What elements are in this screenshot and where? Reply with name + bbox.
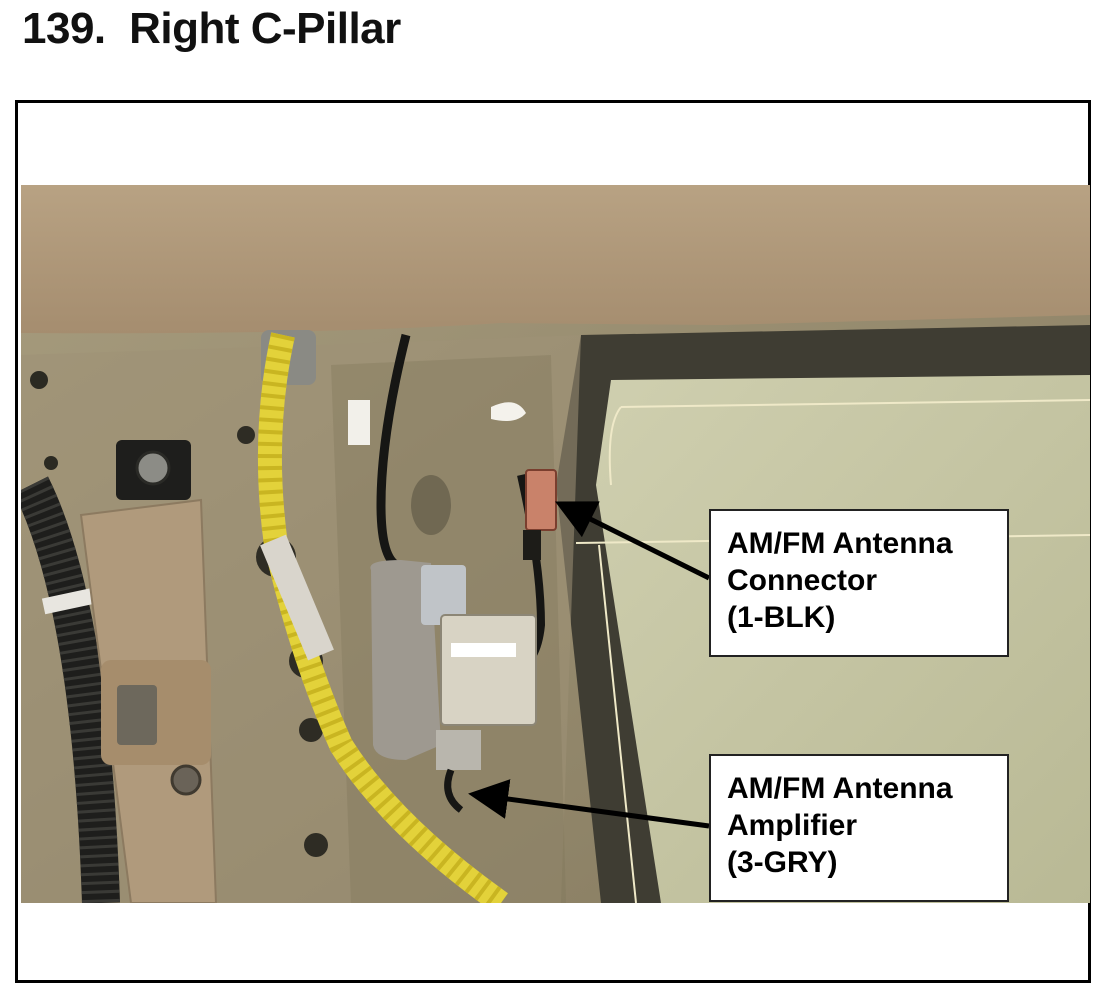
glass-line <box>598 544 637 903</box>
headliner <box>21 185 1090 334</box>
callout-line: (3-GRY) <box>727 846 838 879</box>
tape-band <box>41 587 97 615</box>
anchor-bolt-icon <box>170 764 202 796</box>
belt-mechanism <box>117 685 157 745</box>
callout-antenna-connector: AM/FM Antenna Connector (1-BLK) <box>709 509 1009 657</box>
callout-antenna-amplifier: AM/FM Antenna Amplifier (3-GRY) <box>709 754 1009 902</box>
page-heading: Right C-Pillar <box>129 4 401 53</box>
antenna-amplifier <box>440 614 537 726</box>
wire-conduit-ribs <box>21 476 120 903</box>
panel-shadow <box>411 475 451 535</box>
glass-line <box>608 406 622 486</box>
panel-hole <box>30 371 48 389</box>
amplifier-label <box>451 643 516 657</box>
connector-arrow <box>555 501 711 581</box>
panel-hole <box>237 426 255 444</box>
bolt-icon <box>135 450 171 486</box>
connector-plug <box>523 530 541 560</box>
callout-line: (1-BLK) <box>727 601 836 634</box>
amplifier-cable <box>444 768 464 813</box>
amplifier-plug <box>436 730 481 770</box>
callout-line: Connector <box>727 564 877 597</box>
amplifier-connector <box>421 565 466 625</box>
wire-clip <box>348 400 370 445</box>
callout-line: AM/FM Antenna <box>727 527 953 560</box>
harness-tape <box>260 534 334 661</box>
antenna-cable <box>376 333 411 569</box>
panel-hole <box>304 833 328 857</box>
white-clip <box>491 402 526 421</box>
callout-line: Amplifier <box>727 809 858 842</box>
panel-hole <box>299 718 323 742</box>
page-title: 139. Right C-Pillar <box>22 4 401 54</box>
page-number: 139. <box>22 4 106 53</box>
amplifier-arrow <box>468 779 710 829</box>
callout-line: AM/FM Antenna <box>727 772 953 805</box>
panel-hole <box>44 456 58 470</box>
glass-line <box>620 399 1090 408</box>
